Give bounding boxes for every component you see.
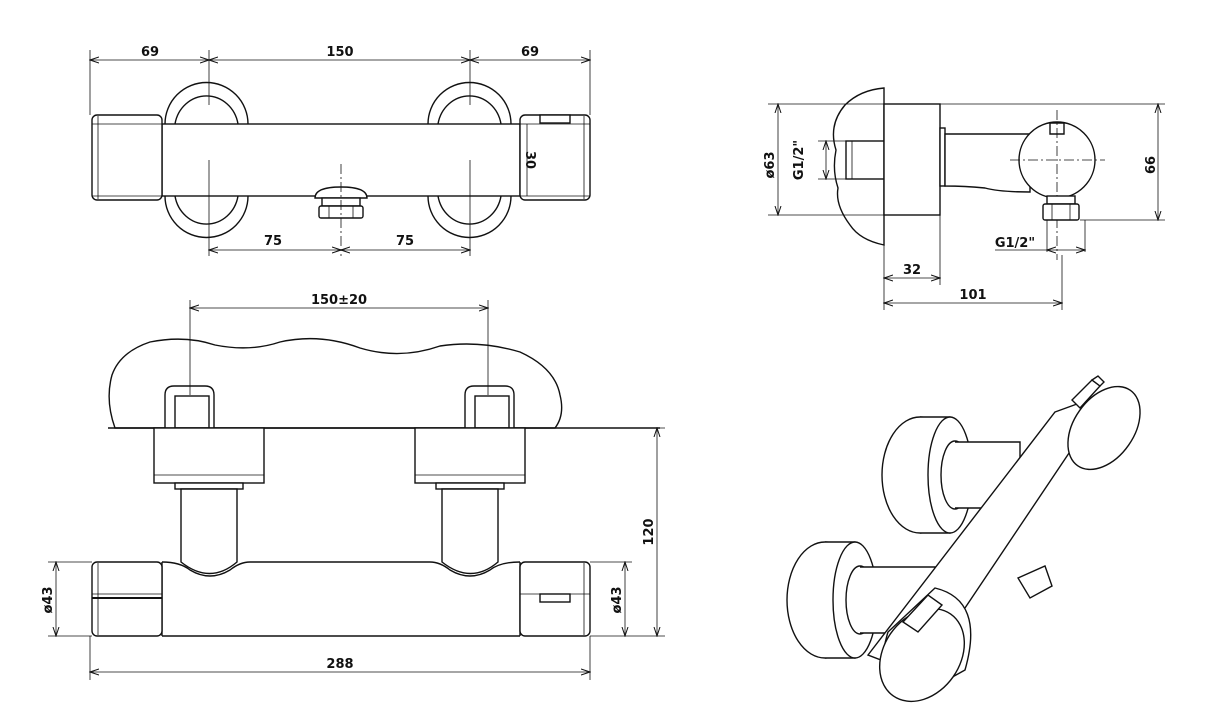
left-flange-front [153,427,265,484]
side-flange [883,103,941,216]
dim-wall-offset: 32 [903,263,921,278]
side-view: ø63 G1/2" 66 G1/2" 32 101 [763,87,1165,310]
isometric-view [786,375,1141,703]
right-arm [441,488,499,575]
dim-total-depth: 101 [959,288,986,303]
dim-handle-diameter-left: ø43 [41,586,56,613]
right-flange-bottom [427,195,512,239]
dim-side-height: 66 [1144,156,1159,174]
side-outlet-nut [1042,203,1080,221]
handle-marker [539,114,571,124]
iso-outlet-nut [1016,565,1053,599]
front-view: 150±20 120 ø43 ø43 288 [41,293,665,680]
left-arm [180,488,238,575]
dim-top-right: 69 [521,45,539,60]
dim-handle-diameter-right: ø43 [610,586,625,613]
iso-flow-handle [1067,385,1141,471]
dim-half-right: 75 [396,234,414,249]
dim-top-left: 69 [141,45,159,60]
dim-top-center: 150 [326,45,353,60]
left-flange-bottom [164,195,249,239]
right-flange-front [414,427,526,484]
connecting-arm [944,133,1031,193]
right-flange-top [427,81,512,125]
left-flange-top [164,81,249,125]
dim-front-height: 120 [642,518,657,545]
wall-section-front [108,337,563,429]
dim-body-height: 30 [522,151,537,169]
temperature-handle [91,114,163,201]
dim-flange-diameter: ø63 [763,151,778,178]
dim-inlet-spacing: 150±20 [311,293,367,308]
top-view: 69 150 69 30 75 75 [90,45,590,256]
dim-outlet-thread: G1/2" [995,236,1035,251]
dim-total-width: 288 [326,657,353,672]
dim-inlet-thread: G1/2" [792,140,807,180]
wall-section [832,87,885,246]
dim-half-left: 75 [264,234,282,249]
